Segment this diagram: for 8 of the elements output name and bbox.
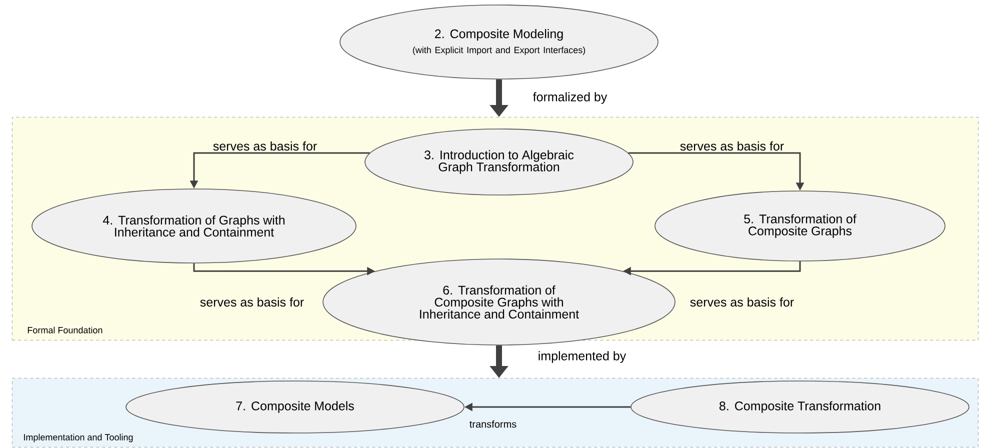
group-label: Formal Foundation [28,326,102,334]
edge-label: serves as basis for [678,140,786,152]
edge-label: serves as basis for [198,296,306,308]
group-label: Implementation and Tooling [24,434,133,442]
edge-label: formalized by [532,91,608,105]
edge-label: serves as basis for [688,296,796,308]
edge-label: serves as basis for [212,140,318,152]
edge-label: implemented by [536,350,628,364]
